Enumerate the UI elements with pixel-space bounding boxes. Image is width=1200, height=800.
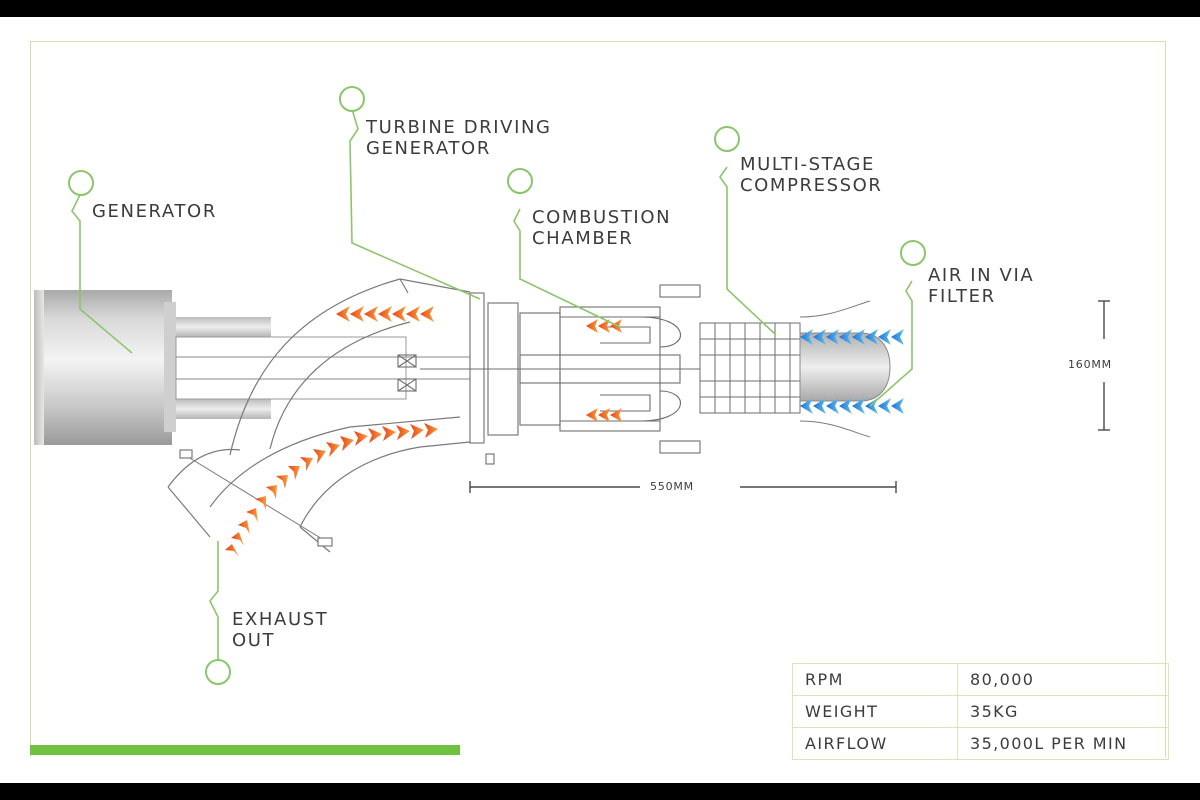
table-row: WEIGHT 35KG	[792, 695, 1169, 728]
spec-table: RPM 80,000 WEIGHT 35KG AIRFLOW 35,000L P…	[792, 663, 1169, 760]
spec-key: WEIGHT	[792, 695, 958, 728]
dimension-lines	[469, 300, 1110, 493]
generator-body	[34, 290, 176, 445]
label-turbine: TURBINE DRIVING GENERATOR	[366, 117, 552, 159]
spec-value: 35KG	[957, 695, 1169, 728]
label-exhaust: EXHAUST OUT	[232, 609, 329, 651]
engine-core	[397, 284, 701, 465]
exhaust-housing	[167, 278, 471, 553]
turbine-diagram	[34, 86, 1110, 685]
diagram-canvas: GENERATOR TURBINE DRIVING GENERATOR COMB…	[0, 17, 1200, 783]
spec-value: 35,000L PER MIN	[957, 727, 1169, 760]
label-generator: GENERATOR	[92, 201, 217, 222]
spec-value: 80,000	[957, 663, 1169, 696]
callout-markers	[68, 86, 926, 685]
table-row: RPM 80,000	[792, 663, 1169, 696]
intake-nozzle	[799, 300, 891, 438]
dimension-diameter: 160MM	[1068, 358, 1112, 371]
compressor-stages	[699, 322, 801, 414]
hot-flow-exhaust	[225, 423, 438, 557]
spec-key: RPM	[792, 663, 958, 696]
label-air-in: AIR IN VIA FILTER	[928, 265, 1035, 307]
label-compressor: MULTI-STAGE COMPRESSOR	[740, 154, 883, 196]
table-row: AIRFLOW 35,000L PER MIN	[792, 727, 1169, 760]
label-combustion: COMBUSTION CHAMBER	[532, 207, 672, 249]
callout-leaders	[71, 108, 913, 663]
generator-shaft	[175, 317, 470, 419]
hot-flow-combustion-upper	[586, 319, 622, 333]
hot-flow-combustion-lower	[586, 408, 622, 422]
dimension-length: 550MM	[650, 480, 694, 493]
hot-flow-upper	[336, 306, 434, 322]
accent-bar	[30, 745, 460, 755]
diagram-frame	[30, 41, 1166, 757]
cold-flow-upper	[800, 329, 904, 345]
spec-key: AIRFLOW	[792, 727, 958, 760]
